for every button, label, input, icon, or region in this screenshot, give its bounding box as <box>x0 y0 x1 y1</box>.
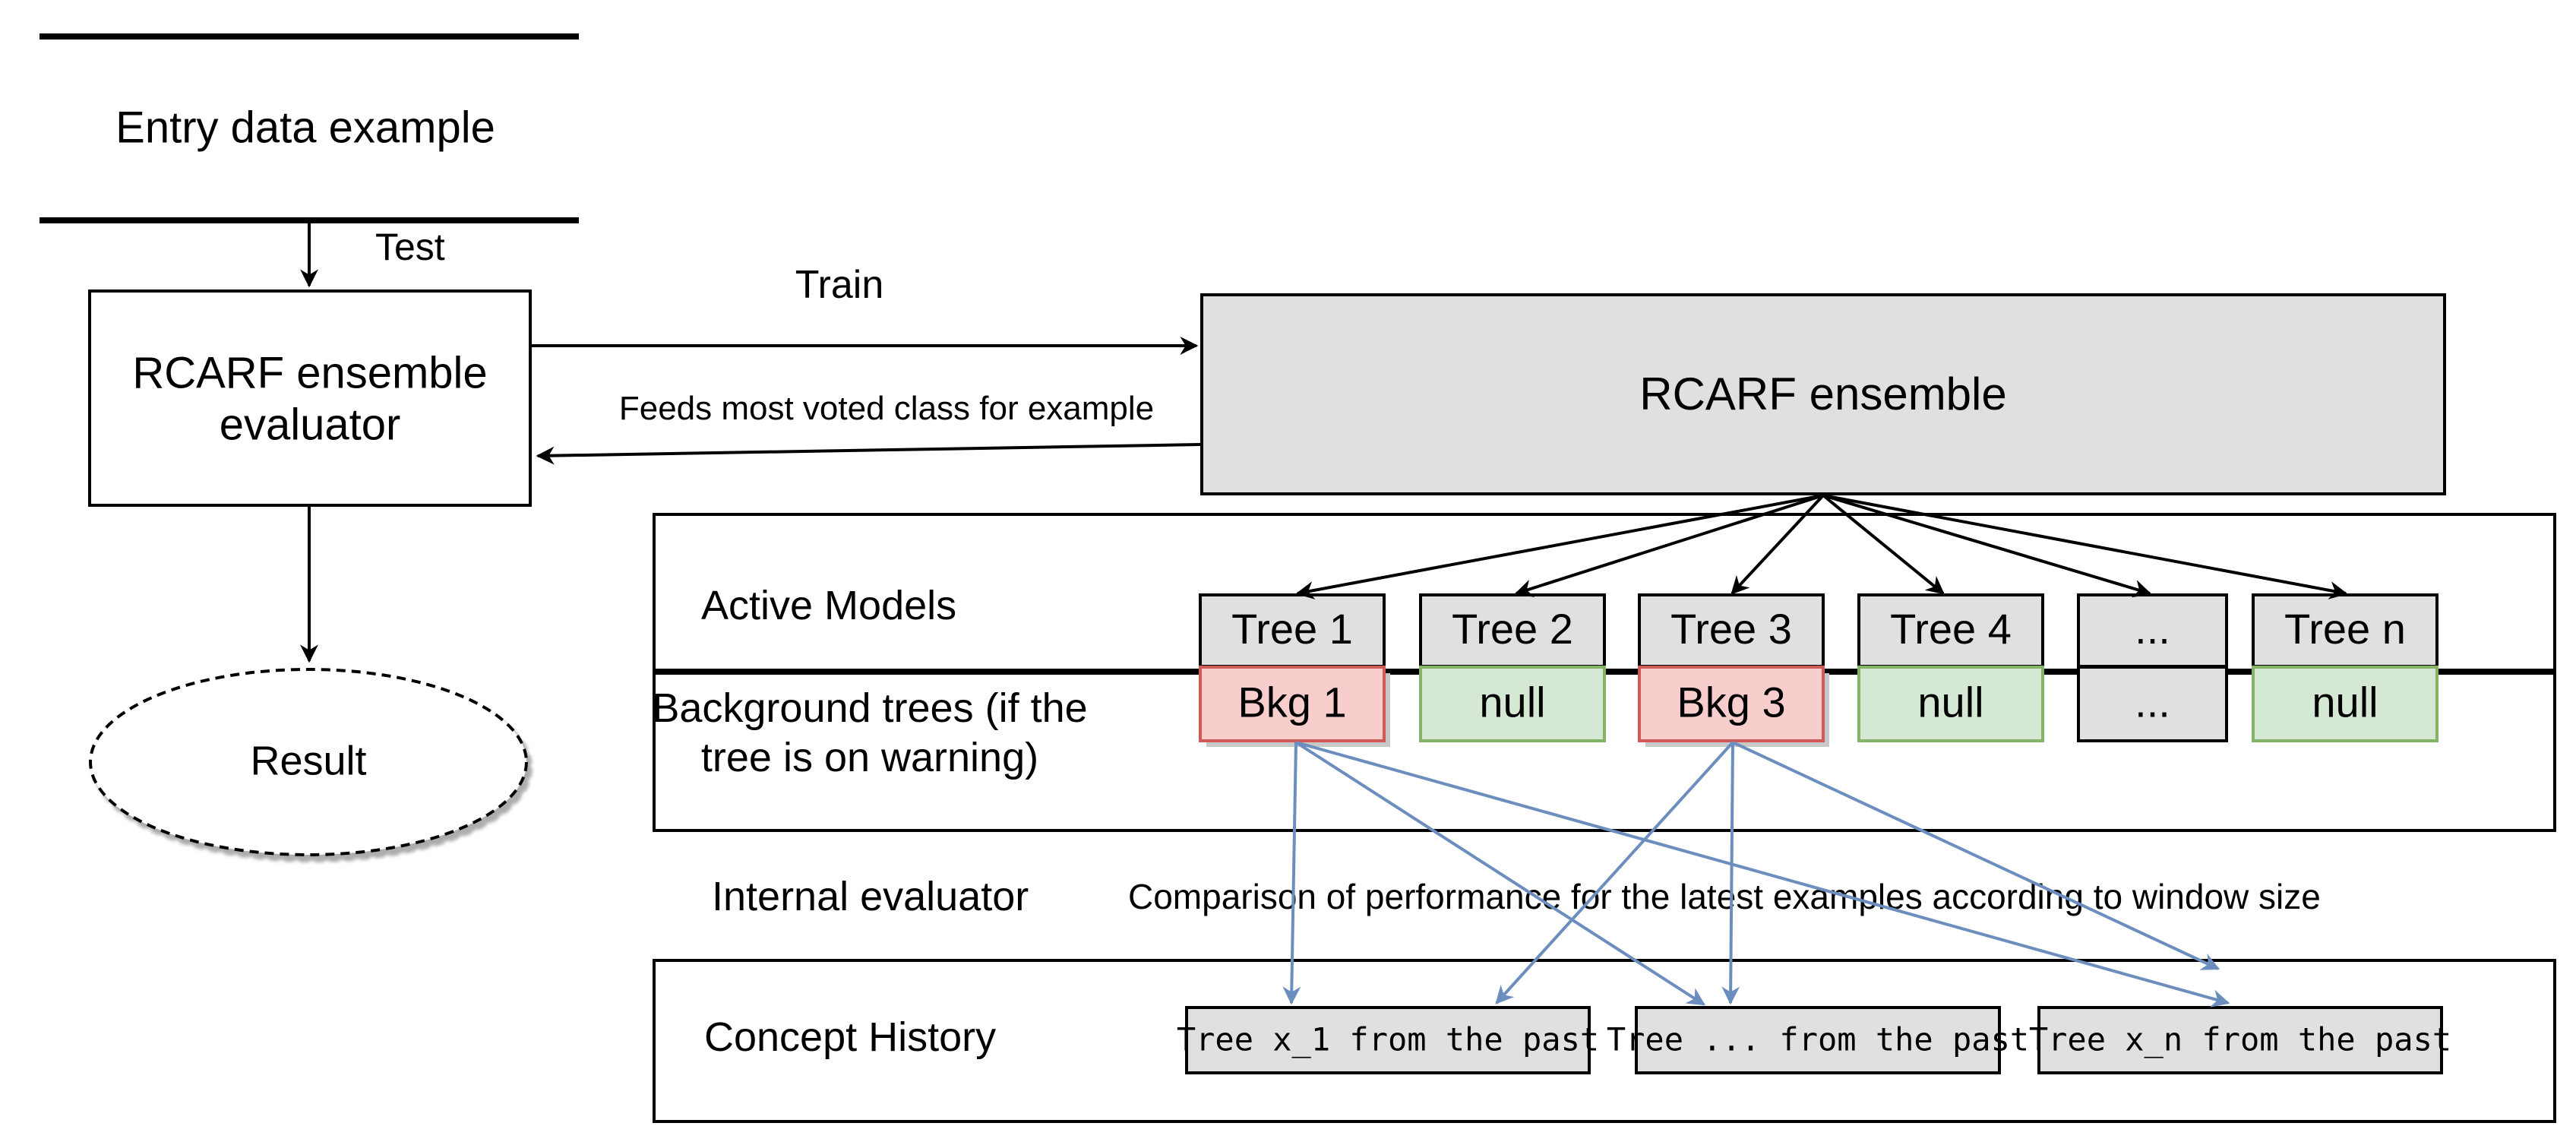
background-tree-label: null <box>1479 678 1545 726</box>
internal-evaluator-label: Internal evaluator <box>712 874 1029 919</box>
active-tree-label: Tree 3 <box>1670 605 1792 653</box>
background-tree-label: null <box>2312 678 2378 726</box>
background-trees-label-line2: tree is on warning) <box>701 735 1038 780</box>
comparison-arrow <box>1295 741 2230 1008</box>
comparison-arrows <box>1282 741 2230 1008</box>
active-tree-box <box>1638 593 1825 668</box>
feeds-arrow <box>536 443 1201 465</box>
background-tree-box <box>1638 666 1825 742</box>
evaluator-label-line2: evaluator <box>220 400 401 449</box>
background-tree-box <box>2077 666 2228 742</box>
active-tree-label: Tree 2 <box>1452 605 1573 653</box>
feeds-label: Feeds most voted class for example <box>619 390 1154 427</box>
ensemble-to-tree-arrow <box>1822 494 2152 598</box>
background-tree-label: ... <box>2135 678 2170 726</box>
evaluator-label-line1: RCARF ensemble <box>132 348 487 397</box>
result-node: Result <box>89 668 528 856</box>
evaluator-node: RCARF ensemble evaluator <box>88 289 532 507</box>
trees-layer: Tree 1 Bkg 1 Tree 2 null Tree 3 Bkg 3 Tree 4 nu… <box>1199 593 2439 747</box>
tree-column: Tree 4 null <box>1857 593 2044 742</box>
active-tree-label: Tree n <box>2284 605 2406 653</box>
background-tree-box <box>2252 666 2439 742</box>
history-tree-label: Tree x_1 from the past <box>1177 1021 1599 1058</box>
active-tree-box <box>1419 593 1606 668</box>
result-label: Result <box>250 738 366 783</box>
background-tree-label: null <box>1917 678 1983 726</box>
background-trees-label-line1: Background trees (if the <box>652 685 1087 731</box>
comparison-arrow <box>1721 742 1740 1005</box>
tree-column: Tree 1 Bkg 1 <box>1199 593 1390 747</box>
history-tree: Tree x_1 from the past <box>1177 1006 1599 1074</box>
background-tree-label: Bkg 3 <box>1677 678 1785 726</box>
background-tree-label: Bkg 1 <box>1237 678 1346 726</box>
tree-column: Tree 3 Bkg 3 <box>1638 593 1829 747</box>
history-tree-label: Tree x_n from the past <box>2029 1021 2451 1058</box>
concept-history-label: Concept History <box>704 1014 996 1060</box>
history-tree-box <box>2037 1006 2443 1074</box>
active-models-label: Active Models <box>701 583 956 628</box>
ensemble-label: RCARF ensemble <box>1639 369 2007 419</box>
comparison-arrow <box>1732 741 2220 970</box>
history-tree: Tree x_n from the past <box>2029 1006 2451 1074</box>
active-tree-box <box>1857 593 2044 668</box>
concept-history-container: Concept History <box>653 959 2556 1123</box>
comparison-arrow <box>1495 741 1734 1004</box>
entry-data-node: Entry data example <box>40 33 579 223</box>
ensemble-to-tree-arrow <box>1822 494 2348 599</box>
comparison-label: Comparison of performance for the latest… <box>1128 877 2321 916</box>
active-tree-label: Tree 4 <box>1890 605 2012 653</box>
entry-data-label: Entry data example <box>115 103 495 152</box>
comparison-arrow <box>1294 741 1706 1006</box>
history-tree-box <box>1185 1006 1591 1074</box>
history-tree: Tree ... from the past <box>1607 1006 2029 1074</box>
background-tree-box <box>1419 666 1606 742</box>
active-tree-box <box>2077 593 2228 668</box>
ensemble-to-tree-arrow <box>1822 494 1945 595</box>
ensemble-to-tree-arrow <box>1514 494 1824 597</box>
history-tree-box <box>1635 1006 2001 1074</box>
ensemble-arrows <box>1295 494 2348 599</box>
comparison-arrow <box>1282 742 1301 1005</box>
ensemble-to-tree-arrow <box>1731 494 1825 595</box>
background-tree-box <box>1857 666 2044 742</box>
ensemble-node: RCARF ensemble <box>1200 293 2446 495</box>
tree-column: Tree 2 null <box>1419 593 1606 742</box>
active-tree-label: Tree 1 <box>1231 605 1353 653</box>
tree-column: ...... <box>2077 593 2228 742</box>
history-tree-label: Tree ... from the past <box>1607 1021 2029 1058</box>
ensemble-to-tree-arrow <box>1295 494 1824 599</box>
train-label: Train <box>795 263 884 307</box>
tree-column: Tree n null <box>2252 593 2439 742</box>
active-tree-label: ... <box>2135 605 2170 653</box>
test-label: Test <box>375 226 445 268</box>
background-tree-box <box>1199 666 1386 742</box>
